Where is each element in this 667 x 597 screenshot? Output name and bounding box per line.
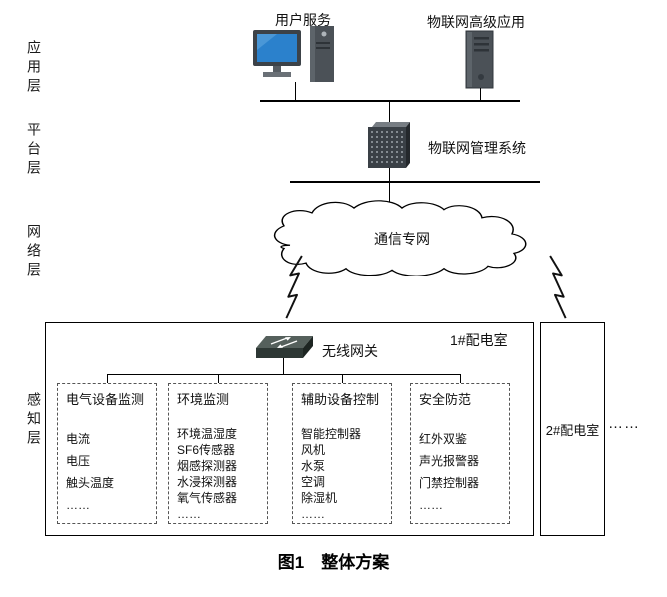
group-title: 辅助设备控制: [301, 392, 380, 407]
device-item: 电压: [66, 454, 91, 468]
device-item: 空调: [301, 475, 326, 489]
connector-line: [342, 374, 343, 383]
server-tower-icon: [464, 30, 496, 90]
connector-line: [389, 102, 390, 122]
lightning-link-left-icon: [284, 254, 312, 322]
group-auxiliary-control: 辅助设备控制 智能控制器 风机 水泵 空调 除湿机 ……: [292, 383, 392, 524]
device-item: 智能控制器: [301, 427, 362, 441]
connector-line: [218, 374, 219, 383]
device-item: 氧气传感器: [177, 491, 238, 505]
connector-line: [389, 168, 390, 182]
desktop-computer-icon: [252, 24, 338, 90]
device-item: 风机: [301, 443, 326, 457]
figure-caption: 图1 整体方案: [277, 553, 390, 572]
more-rooms-ellipsis: ……: [608, 415, 640, 432]
user-service-label: 用户服务: [275, 12, 331, 28]
room1-label: 1#配电室: [450, 332, 508, 348]
device-item: ……: [419, 498, 443, 512]
device-item: 烟感探测器: [177, 459, 238, 473]
rack-server-icon: [366, 121, 412, 169]
private-network-label: 通信专网: [374, 231, 430, 247]
layer-label-perception: 感知层: [26, 392, 42, 449]
network-switch-icon: [256, 334, 314, 362]
device-item: ……: [301, 507, 325, 521]
group-security: 安全防范 红外双鉴 声光报警器 门禁控制器 ……: [410, 383, 510, 524]
connector-line: [389, 183, 390, 208]
connector-line: [107, 374, 108, 383]
bus-line-platform: [290, 181, 540, 183]
connector-line: [295, 82, 296, 100]
connector-line: [283, 358, 284, 374]
group-electrical-monitoring: 电气设备监测 电流 电压 触头温度 ……: [57, 383, 157, 524]
device-item: 电流: [66, 432, 91, 446]
lightning-link-right-icon: [540, 254, 568, 322]
device-item: 声光报警器: [419, 454, 480, 468]
layer-label-network: 网络层: [26, 224, 42, 281]
iot-advanced-app-label: 物联网高级应用: [427, 14, 525, 30]
group-environment-monitoring: 环境监测 环境温湿度 SF6传感器 烟感探测器 水浸探测器 氧气传感器 ……: [168, 383, 268, 524]
device-item: ……: [66, 498, 90, 512]
layer-label-application: 应用层: [26, 40, 42, 97]
group-title: 环境监测: [177, 392, 230, 407]
layer-label-platform: 平台层: [26, 122, 42, 179]
device-item: 环境温湿度: [177, 427, 238, 441]
connector-line: [107, 374, 461, 375]
cloud-icon: [250, 200, 554, 277]
device-item: 除湿机: [301, 491, 338, 505]
device-item: SF6传感器: [177, 443, 236, 457]
device-item: 红外双鉴: [419, 432, 468, 446]
group-title: 安全防范: [419, 392, 472, 407]
room2-label: 2#配电室: [545, 422, 600, 438]
group-title: 电气设备监测: [66, 392, 145, 407]
connector-line: [480, 88, 481, 100]
management-system-label: 物联网管理系统: [428, 140, 526, 156]
room2-box: 2#配电室: [540, 322, 605, 536]
device-item: 水浸探测器: [177, 475, 238, 489]
device-item: 水泵: [301, 459, 326, 473]
wireless-gateway-label: 无线网关: [322, 343, 378, 359]
bus-line-application: [260, 100, 520, 102]
device-item: 门禁控制器: [419, 476, 480, 490]
connector-line: [460, 374, 461, 383]
device-item: ……: [177, 507, 201, 521]
device-item: 触头温度: [66, 476, 115, 490]
